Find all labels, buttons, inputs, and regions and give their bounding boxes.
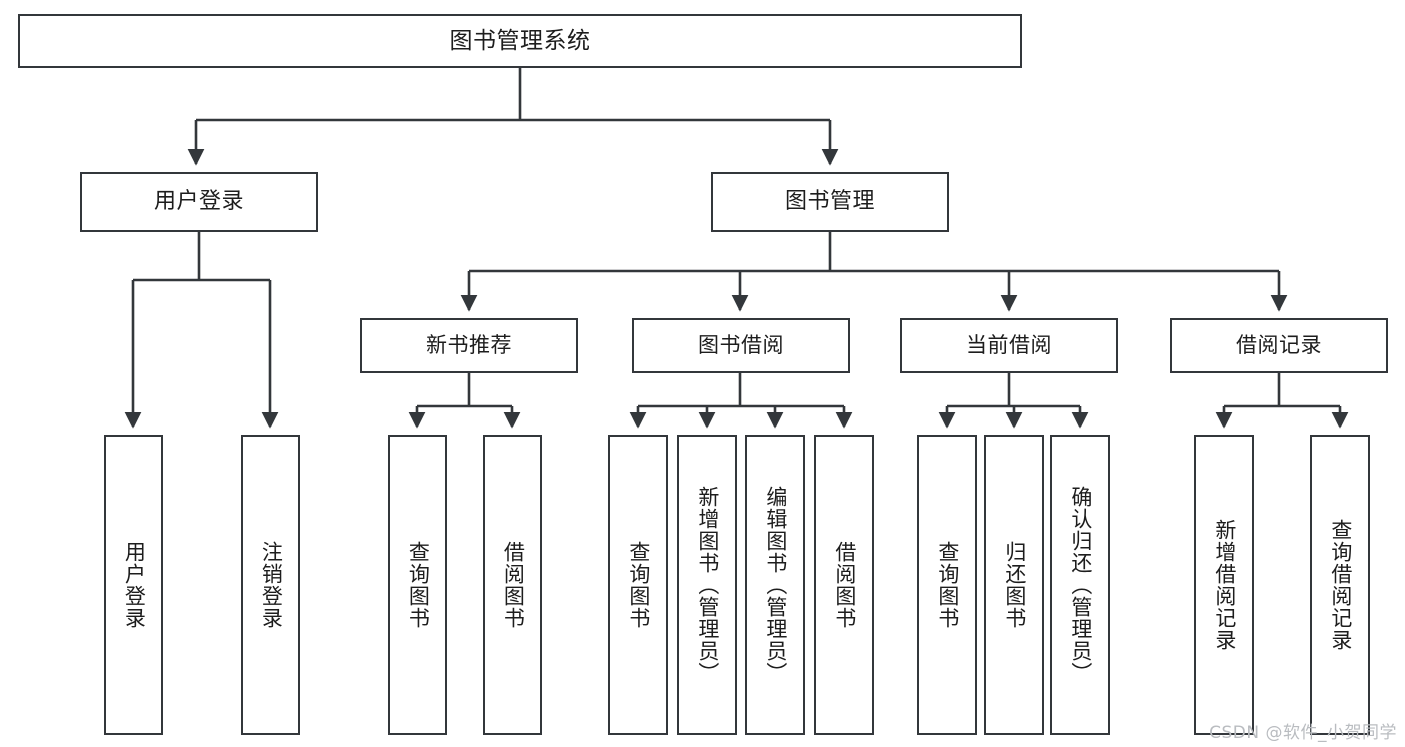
node-user-login[interactable]: 用户登录 xyxy=(80,172,318,232)
node-leaf-borrow-book-1[interactable]: 借阅图书 xyxy=(483,435,542,735)
node-leaf-query-book-2[interactable]: 查询图书 xyxy=(608,435,668,735)
node-leaf-add-record[interactable]: 新增借阅记录 xyxy=(1194,435,1254,735)
node-leaf-query-book-1-label: 查询图书 xyxy=(406,541,431,629)
node-root-label: 图书管理系统 xyxy=(449,27,591,54)
node-new-book-recommend-label: 新书推荐 xyxy=(426,333,512,358)
node-leaf-borrow-book-2-label: 借阅图书 xyxy=(832,541,857,629)
node-leaf-login[interactable]: 用户登录 xyxy=(104,435,163,735)
node-book-management[interactable]: 图书管理 xyxy=(711,172,949,232)
node-borrow-record[interactable]: 借阅记录 xyxy=(1170,318,1388,373)
node-leaf-login-label: 用户登录 xyxy=(122,541,147,629)
node-leaf-edit-book[interactable]: 编辑图书（管理员） xyxy=(745,435,805,735)
node-leaf-query-record[interactable]: 查询借阅记录 xyxy=(1310,435,1370,735)
node-leaf-query-book-3[interactable]: 查询图书 xyxy=(917,435,977,735)
node-leaf-logout-label: 注销登录 xyxy=(259,541,284,629)
node-leaf-return-book-label: 归还图书 xyxy=(1002,541,1027,629)
node-leaf-confirm-return[interactable]: 确认归还（管理员） xyxy=(1050,435,1110,735)
node-leaf-add-book[interactable]: 新增图书（管理员） xyxy=(677,435,737,735)
node-borrow-record-label: 借阅记录 xyxy=(1236,333,1322,358)
node-leaf-logout[interactable]: 注销登录 xyxy=(241,435,300,735)
node-leaf-borrow-book-1-label: 借阅图书 xyxy=(501,541,526,629)
node-book-borrow[interactable]: 图书借阅 xyxy=(632,318,850,373)
node-leaf-add-book-label: 新增图书（管理员） xyxy=(695,486,720,684)
node-current-borrow-label: 当前借阅 xyxy=(966,333,1052,358)
node-book-borrow-label: 图书借阅 xyxy=(698,333,784,358)
node-user-login-label: 用户登录 xyxy=(153,189,244,215)
node-leaf-return-book[interactable]: 归还图书 xyxy=(984,435,1044,735)
node-current-borrow[interactable]: 当前借阅 xyxy=(900,318,1118,373)
node-leaf-query-book-3-label: 查询图书 xyxy=(935,541,960,629)
node-book-management-label: 图书管理 xyxy=(784,189,875,215)
node-root[interactable]: 图书管理系统 xyxy=(18,14,1022,68)
node-leaf-add-record-label: 新增借阅记录 xyxy=(1212,519,1237,651)
node-leaf-query-record-label: 查询借阅记录 xyxy=(1328,519,1353,651)
node-new-book-recommend[interactable]: 新书推荐 xyxy=(360,318,578,373)
node-leaf-edit-book-label: 编辑图书（管理员） xyxy=(763,486,788,684)
node-leaf-query-book-1[interactable]: 查询图书 xyxy=(388,435,447,735)
node-leaf-borrow-book-2[interactable]: 借阅图书 xyxy=(814,435,874,735)
node-leaf-query-book-2-label: 查询图书 xyxy=(626,541,651,629)
node-leaf-confirm-return-label: 确认归还（管理员） xyxy=(1068,486,1093,684)
